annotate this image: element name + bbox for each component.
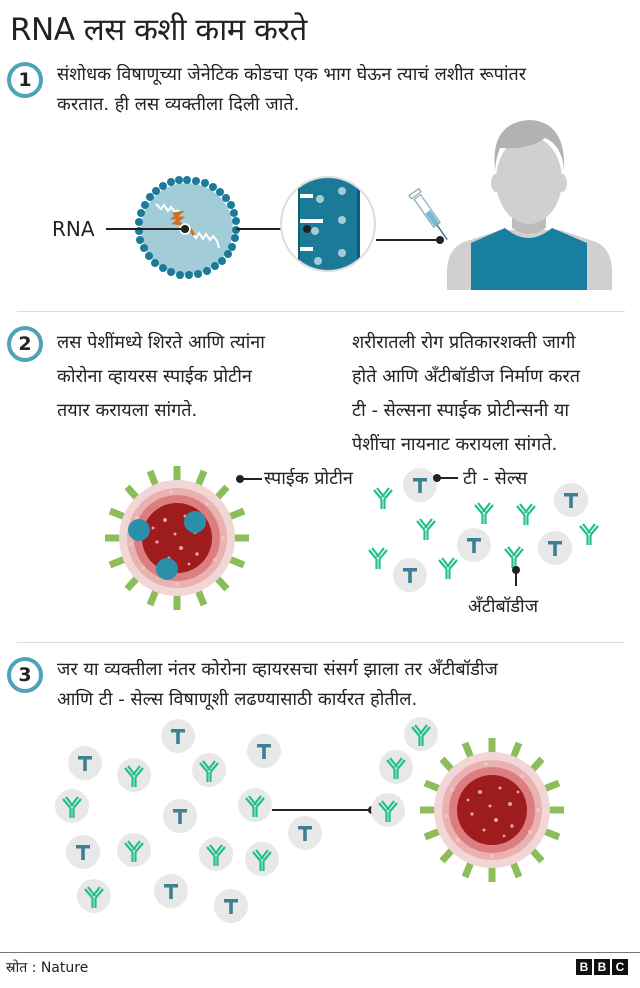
immune-cells-cluster (55, 719, 322, 923)
antibody-icon (372, 486, 394, 511)
antibody-icon (515, 502, 537, 527)
spike-protein-label: स्पाईक प्रोटीन (264, 468, 353, 489)
step-3-badge: 3 (7, 657, 43, 693)
antibody-icon (437, 556, 459, 581)
t-cell-icon (393, 558, 427, 592)
bound-antibody-icon (371, 793, 405, 827)
syringe-icon (408, 187, 448, 241)
bound-antibody-icon (404, 717, 438, 751)
step-3-number: 3 (18, 664, 32, 686)
bbc-logo-letter: B (576, 959, 592, 975)
page-title: RNA लस कशी काम करते (10, 12, 307, 48)
antibody-icon (503, 545, 525, 570)
step-2-left-line: कोरोना व्हायरस स्पाईक प्रोटीन (57, 366, 252, 387)
rna-label: RNA (52, 217, 95, 241)
step-2-right-text: शरीरातली रोग प्रतिकारशक्ती जागी होते आणि… (352, 326, 580, 462)
divider-1 (17, 311, 625, 312)
source-credit: स्रोत : Nature (6, 960, 89, 976)
step-2-right-line: पेशींचा नायनाट करायला सांगते. (352, 434, 558, 455)
step-2-left-line: लस पेशींमध्ये शिरते आणि त्यांना (57, 332, 265, 353)
step-1-number: 1 (18, 69, 32, 91)
footer-divider (0, 952, 640, 953)
step-1-line-2: करतात. ही लस व्यक्तीला दिली जाते. (57, 94, 300, 115)
antibody-icon (415, 517, 437, 542)
bbc-logo-letter: B (594, 959, 610, 975)
antibody-icon (578, 522, 600, 547)
infected-cell-icon (105, 466, 249, 610)
t-cell-icon (538, 531, 572, 565)
step-2-number: 2 (18, 333, 32, 355)
step-2-badge: 2 (7, 326, 43, 362)
step-1-text: संशोधक विषाणूच्या जेनेटिक कोडचा एक भाग घ… (57, 60, 526, 120)
antibody-icon (473, 501, 495, 526)
antibody-icon (367, 546, 389, 571)
bbc-logo-letter: C (612, 959, 628, 975)
t-cell-icon (457, 528, 491, 562)
virus-icon (420, 738, 564, 882)
step-1-badge: 1 (7, 62, 43, 98)
step-1-line-1: संशोधक विषाणूच्या जेनेटिक कोडचा एक भाग घ… (57, 64, 527, 85)
antibodies-label: अँटीबॉडीज (468, 596, 539, 617)
bbc-logo: B B C (576, 959, 628, 975)
step-3-line-1: जर या व्यक्तीला नंतर कोरोना व्हायरसचा सं… (57, 659, 498, 680)
t-cell-icon (403, 468, 437, 502)
step-3-text: जर या व्यक्तीला नंतर कोरोना व्हायरसचा सं… (57, 655, 498, 715)
step-2-left-line: तयार करायला सांगते. (57, 400, 198, 421)
t-cell-icon (554, 483, 588, 517)
t-cells-label: टी - सेल्स (463, 468, 528, 489)
step-2-left-text: लस पेशींमध्ये शिरते आणि त्यांना कोरोना व… (57, 326, 265, 428)
person-icon (447, 120, 612, 290)
step-3-line-2: आणि टी - सेल्स विषाणूशी लढण्यासाठी कार्य… (57, 689, 418, 710)
step-2-right-line: होते आणि अँटीबॉडीज निर्माण करत (352, 366, 581, 387)
lipid-nanoparticle-icon (135, 176, 240, 279)
step-2-right-line: शरीरातली रोग प्रतिकारशक्ती जागी (352, 332, 576, 353)
divider-2 (17, 642, 625, 643)
bound-antibody-icon (379, 750, 413, 784)
cell-zoom-icon (280, 176, 376, 272)
step-2-right-line: टी - सेल्सना स्पाईक प्रोटीन्सनी या (352, 400, 570, 421)
